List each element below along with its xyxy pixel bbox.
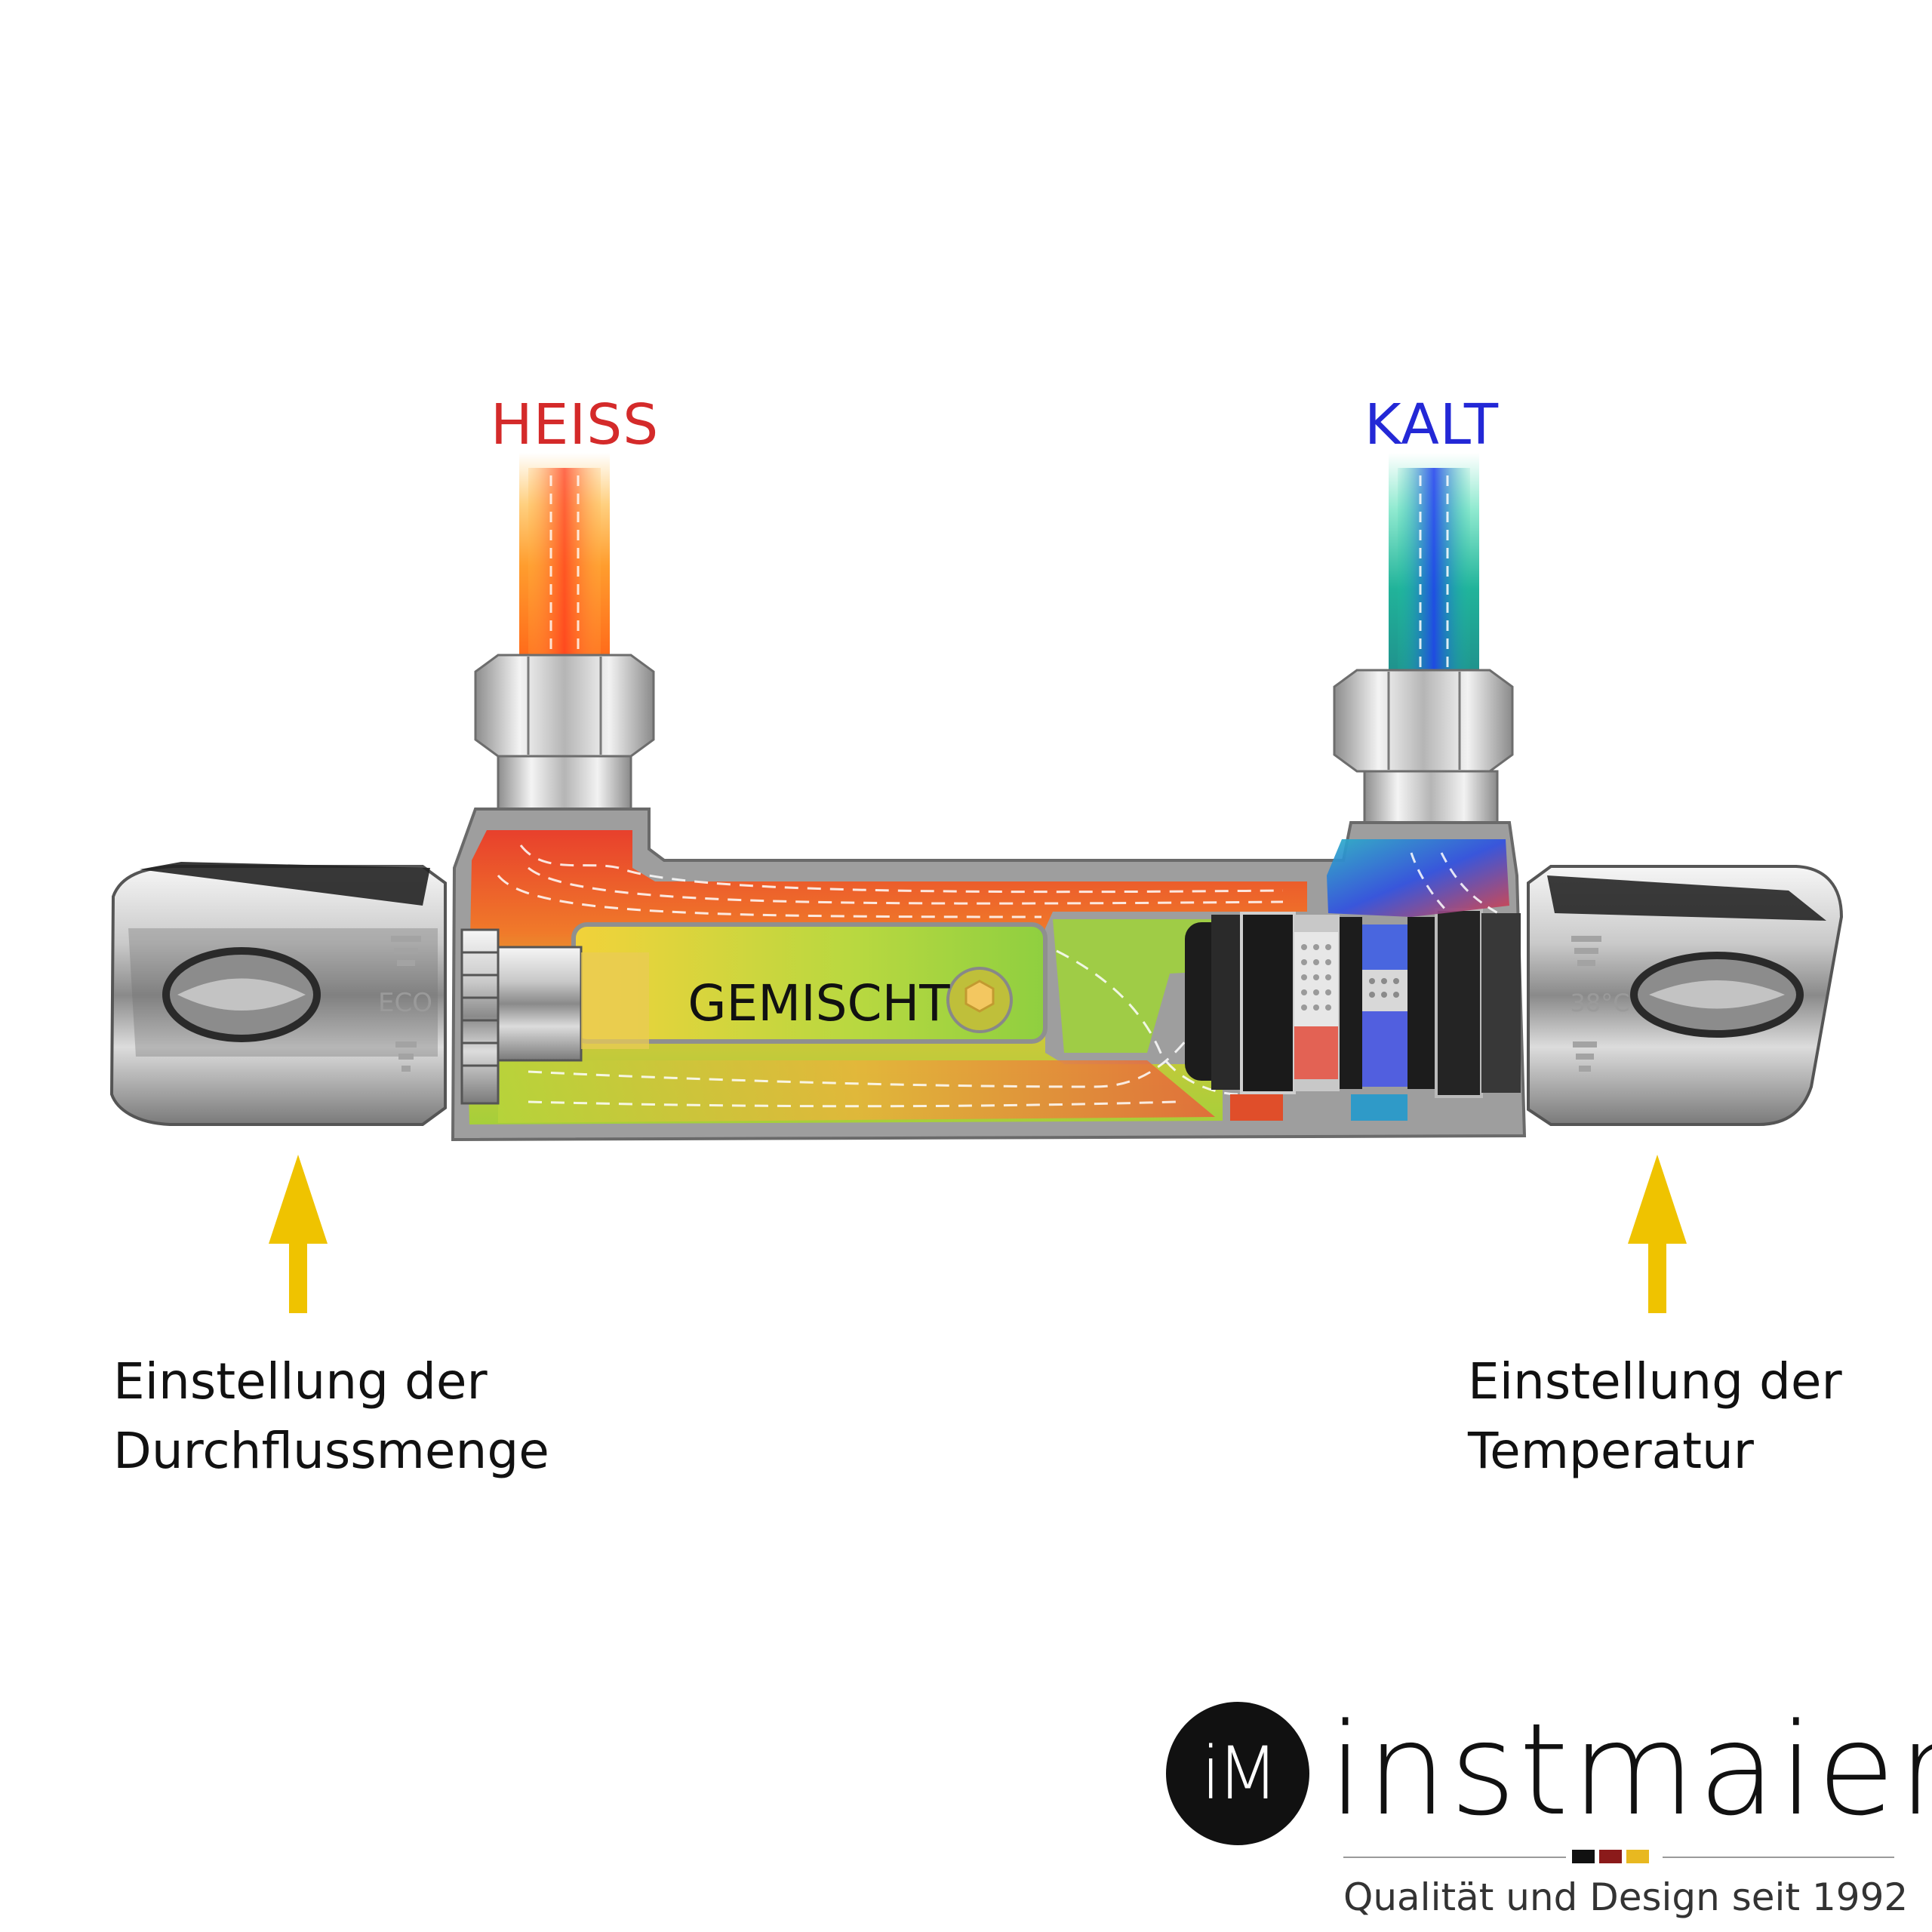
eco-marking: ECO	[378, 988, 432, 1018]
hot-inlet-nut	[474, 654, 655, 812]
brand-block: iM instmaier Qualität und Design seit 19…	[1166, 1696, 1932, 1928]
flag-stripe-black	[1572, 1850, 1595, 1863]
temp-marking: 38°C	[1570, 989, 1629, 1017]
brand-initials: iM	[1201, 1731, 1278, 1816]
cold-inlet-nut	[1333, 669, 1514, 824]
flag-stripe-red	[1599, 1850, 1622, 1863]
flow-adjust-caption: Einstellung der Durchflussmenge	[113, 1347, 549, 1486]
caption-line: Temperatur	[1468, 1422, 1754, 1480]
hot-water-label: HEISS	[491, 392, 660, 457]
caption-line: Einstellung der	[1468, 1352, 1842, 1411]
temperature-control-handle	[1527, 865, 1844, 1126]
arrow-up-icon	[269, 1155, 328, 1313]
brand-flag	[1566, 1850, 1663, 1863]
flow-control-handle	[109, 862, 447, 1126]
mixed-label: GEMISCHT	[688, 974, 950, 1032]
temperature-adjust-caption: Einstellung der Temperatur	[1468, 1347, 1842, 1486]
caption-line: Einstellung der	[113, 1352, 488, 1411]
caption-line: Durchflussmenge	[113, 1422, 549, 1480]
hex-nut-icon	[946, 967, 1013, 1033]
flow-control-stem	[460, 928, 649, 1105]
cold-water-channel	[1327, 839, 1509, 917]
flag-stripe-gold	[1626, 1850, 1649, 1863]
thermostat-cartridge	[1185, 908, 1521, 1098]
cold-water-label: KALT	[1364, 392, 1500, 457]
brand-name: instmaier	[1328, 1696, 1932, 1844]
brand-logo-icon: iM	[1166, 1702, 1309, 1845]
brand-tagline: Qualität und Design seit 1992	[1343, 1875, 1909, 1919]
arrow-up-icon	[1628, 1155, 1687, 1313]
